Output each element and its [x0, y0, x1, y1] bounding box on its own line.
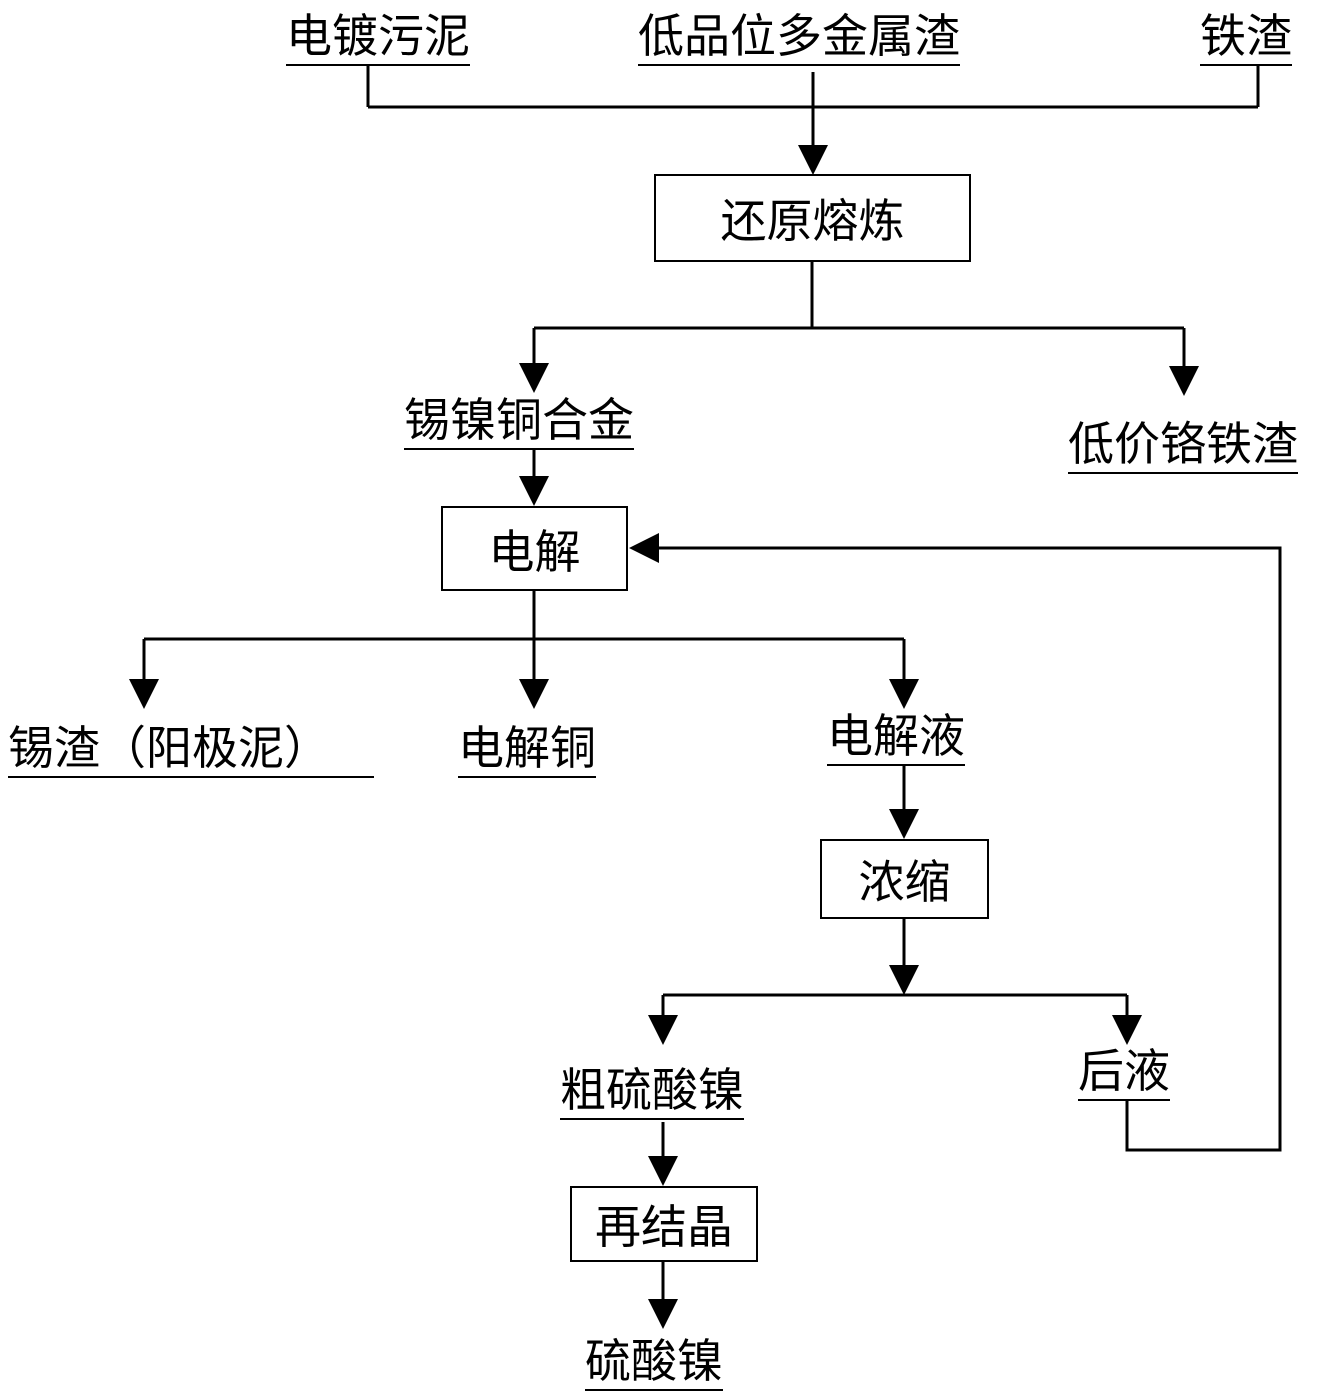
- input-multimetal-slag: 低品位多金属渣: [638, 8, 960, 66]
- product-mother-liquor: 后液: [1078, 1043, 1170, 1101]
- product-electrolyte: 电解液: [827, 708, 965, 766]
- product-electrolytic-copper: 电解铜: [458, 720, 596, 778]
- product-low-valence-chrome-iron-slag: 低价铬铁渣: [1068, 416, 1298, 474]
- step-reduction-smelting: 还原熔炼: [654, 174, 971, 262]
- step-recrystallization: 再结晶: [570, 1186, 758, 1262]
- input-electroplating-sludge: 电镀污泥: [286, 8, 470, 66]
- product-crude-nickel-sulfate: 粗硫酸镍: [560, 1062, 744, 1120]
- input-iron-slag: 铁渣: [1200, 8, 1292, 66]
- step-electrolysis: 电解: [441, 506, 628, 591]
- arrow-recycle-to-electrolysis: [629, 533, 1282, 1152]
- product-tin-slag: 锡渣（阳极泥）: [8, 720, 374, 778]
- product-nickel-sulfate: 硫酸镍: [585, 1333, 723, 1391]
- step-concentration: 浓缩: [820, 839, 989, 919]
- product-tin-nickel-copper-alloy: 锡镍铜合金: [404, 392, 634, 450]
